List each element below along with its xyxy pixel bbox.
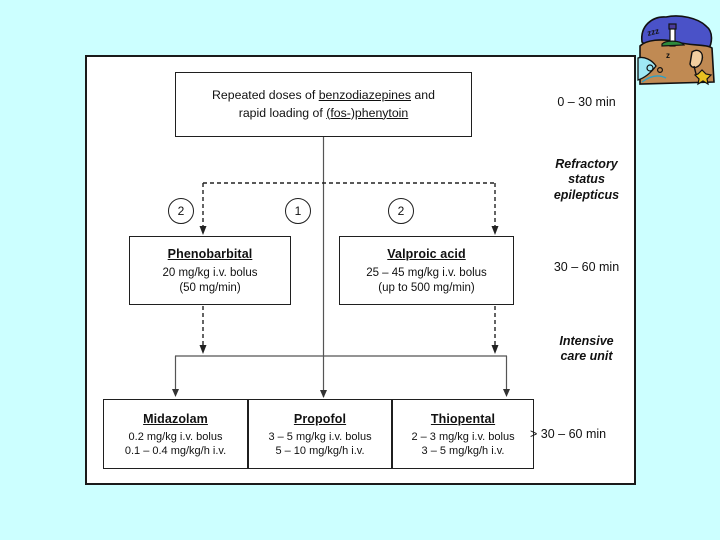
svg-text:zzz: zzz xyxy=(646,26,660,38)
node-dose-line-1: 2 – 3 mg/kg i.v. bolus xyxy=(411,430,515,443)
initial-line-1-pre: Repeated doses of xyxy=(212,87,319,102)
initial-line-1: Repeated doses of benzodiazepines and xyxy=(212,87,435,105)
node-dose-line-1: 3 – 5 mg/kg i.v. bolus xyxy=(268,430,372,443)
node-title: Thiopental xyxy=(430,411,496,426)
phase-label-time-second: 30 – 60 min xyxy=(553,260,620,274)
initial-line-2-underlined: (fos-)phenytoin xyxy=(326,105,409,120)
initial-line-1-post: and xyxy=(411,87,435,102)
node-title: Phenobarbital xyxy=(167,246,253,261)
node-dose-line-2: 3 – 5 mg/kg/h i.v. xyxy=(421,445,505,458)
phase-label-refractory-status-epilepticus: Refractory status epilepticus xyxy=(553,157,620,202)
node-thiopental[interactable]: Thiopental 2 – 3 mg/kg i.v. bolus 3 – 5 … xyxy=(392,399,534,469)
step-number: 2 xyxy=(177,204,185,218)
initial-line-2: rapid loading of (fos-)phenytoin xyxy=(239,105,409,123)
node-dose-line-1: 25 – 45 mg/kg i.v. bolus xyxy=(366,267,487,280)
node-valproic-acid[interactable]: Valproic acid 25 – 45 mg/kg i.v. bolus (… xyxy=(339,236,514,305)
node-title: Midazolam xyxy=(143,411,208,426)
beach-lighthouse-clipart: zzz z xyxy=(637,15,715,86)
svg-text:z: z xyxy=(666,51,670,60)
initial-line-2-pre: rapid loading of xyxy=(238,105,327,120)
step-circle-valproic: 2 xyxy=(388,198,414,224)
node-dose-line-2: 0.1 – 0.4 mg/kg/h i.v. xyxy=(124,445,227,458)
step-number: 1 xyxy=(294,204,302,218)
phase-label-intensive-care-unit: Intensive care unit xyxy=(559,334,614,364)
node-dose-line-2: (up to 500 mg/min) xyxy=(378,282,475,295)
phase-label-time-third: > 30 – 60 min xyxy=(530,427,607,441)
node-dose-line-1: 0.2 mg/kg i.v. bolus xyxy=(128,430,223,443)
node-title: Valproic acid xyxy=(387,246,466,261)
slide-frame: Repeated doses of benzodiazepines and ra… xyxy=(85,55,636,485)
node-dose-line-2: 5 – 10 mg/kg/h i.v. xyxy=(275,445,365,458)
node-midazolam[interactable]: Midazolam 0.2 mg/kg i.v. bolus 0.1 – 0.4… xyxy=(103,399,248,469)
node-title: Propofol xyxy=(293,411,347,426)
treatment-algorithm-diagram: Repeated doses of benzodiazepines and ra… xyxy=(87,57,634,483)
flowchart-connectors xyxy=(172,137,510,398)
initial-line-1-underlined: benzodiazepines xyxy=(318,87,412,102)
step-number: 2 xyxy=(397,204,405,218)
step-circle-center: 1 xyxy=(285,198,311,224)
phase-label-time-initial: 0 – 30 min xyxy=(557,95,616,109)
node-dose-line-2: (50 mg/min) xyxy=(179,282,241,295)
node-dose-line-1: 20 mg/kg i.v. bolus xyxy=(162,267,258,280)
node-initial-treatment[interactable]: Repeated doses of benzodiazepines and ra… xyxy=(175,72,472,137)
node-propofol[interactable]: Propofol 3 – 5 mg/kg i.v. bolus 5 – 10 m… xyxy=(248,399,392,469)
step-circle-phenobarbital: 2 xyxy=(168,198,194,224)
node-phenobarbital[interactable]: Phenobarbital 20 mg/kg i.v. bolus (50 mg… xyxy=(129,236,291,305)
